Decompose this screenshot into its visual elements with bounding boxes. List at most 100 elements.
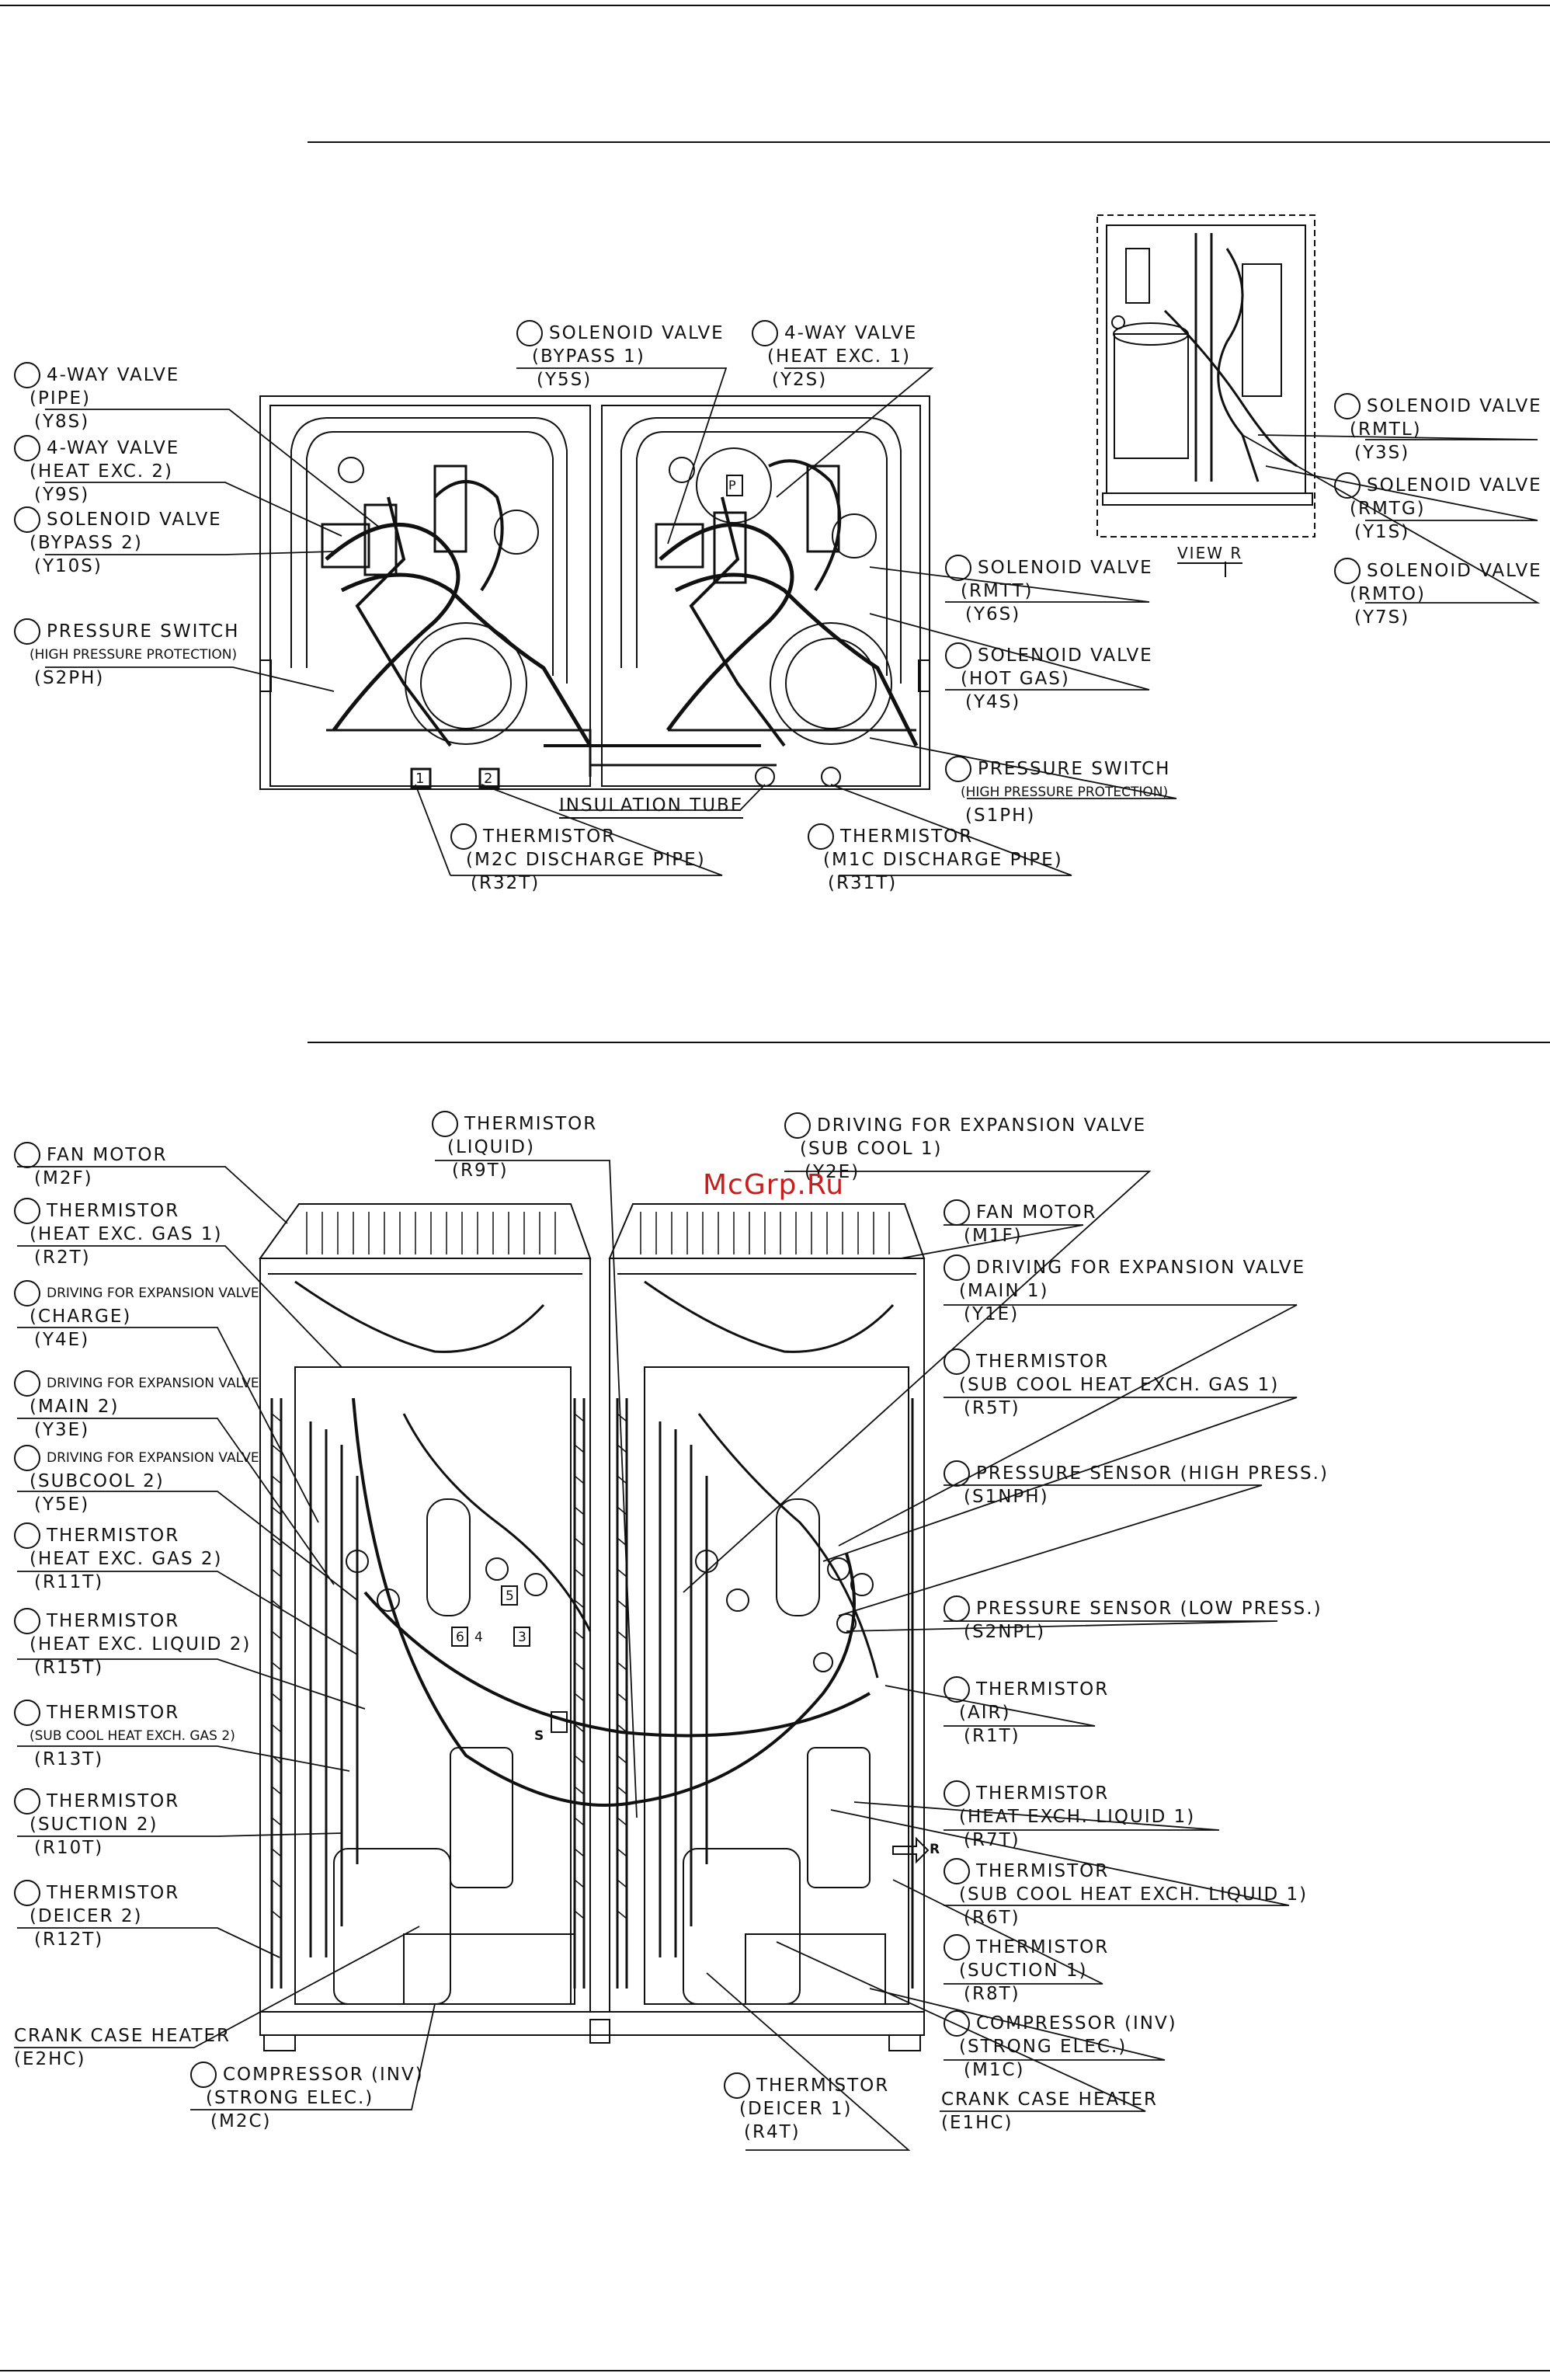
callout-circle-icon <box>944 1348 970 1375</box>
callout-circle-icon <box>190 2062 217 2088</box>
footer-rule <box>0 2370 1550 2371</box>
callout-circle-icon <box>944 1858 970 1884</box>
leader-lines-bottom <box>14 1160 1298 2151</box>
label-e2hc: CRANK CASE HEATER (E2HC) <box>14 2026 231 2069</box>
callout-circle-icon <box>752 320 778 346</box>
callout-circle-icon <box>944 1595 970 1622</box>
marker-p: P <box>728 478 738 492</box>
label-y1s: SOLENOID VALVE (RMTG) (Y1S) <box>1334 472 1542 544</box>
callout-circle-icon <box>14 362 40 388</box>
label-s1nph: PRESSURE SENSOR (HIGH PRESS.) (S1NPH) <box>944 1460 1329 1508</box>
callout-circle-icon <box>14 618 40 645</box>
callout-circle-icon <box>14 1445 40 1471</box>
label-m1c: COMPRESSOR (INV) (STRONG ELEC.) (M1C) <box>944 2010 1177 2082</box>
callout-circle-icon <box>14 1142 40 1168</box>
label-m2f: FAN MOTOR (M2F) <box>14 1142 167 1190</box>
callout-circle-icon <box>14 1880 40 1906</box>
label-y3e: DRIVING FOR EXPANSION VALVE (MAIN 2) (Y3… <box>14 1370 259 1442</box>
marker-1: 1 <box>415 771 426 787</box>
marker-2: 2 <box>484 771 495 787</box>
front-elevation-view <box>259 562 1226 2051</box>
top-border-rule <box>0 5 1550 6</box>
callout-circle-icon <box>14 1370 40 1397</box>
callout-circle-icon <box>14 1608 40 1634</box>
label-r4t: THERMISTOR (DEICER 1) (R4T) <box>724 2072 889 2144</box>
callout-circle-icon <box>784 1112 811 1139</box>
label-r5t: THERMISTOR (SUB COOL HEAT EXCH. GAS 1) (… <box>944 1348 1279 1420</box>
label-y5e: DRIVING FOR EXPANSION VALVE (SUBCOOL 2) … <box>14 1445 259 1516</box>
callout-circle-icon <box>945 642 971 669</box>
label-r31t: THERMISTOR (M1C DISCHARGE PIPE) (R31T) <box>808 823 1063 895</box>
callout-circle-icon <box>944 1460 970 1487</box>
callout-circle-icon <box>14 435 40 461</box>
label-r6t: THERMISTOR (SUB COOL HEAT EXCH. LIQUID 1… <box>944 1858 1308 1929</box>
section-rule-bottom <box>308 1042 1550 1043</box>
callout-circle-icon <box>724 2072 750 2099</box>
callout-circle-icon <box>1334 472 1361 499</box>
top-plan-view <box>259 395 930 790</box>
callout-circle-icon <box>945 756 971 782</box>
callout-circle-icon <box>808 823 834 850</box>
label-s2npl: PRESSURE SENSOR (LOW PRESS.) (S2NPL) <box>944 1595 1322 1644</box>
label-r12t: THERMISTOR (DEICER 2) (R12T) <box>14 1880 179 1951</box>
label-y4s: SOLENOID VALVE (HOT GAS) (Y4S) <box>945 642 1153 714</box>
callout-circle-icon <box>432 1111 458 1137</box>
label-y4e: DRIVING FOR EXPANSION VALVE (CHARGE) (Y4… <box>14 1280 259 1352</box>
callout-circle-icon <box>1334 393 1361 419</box>
label-r13t: THERMISTOR (SUB COOL HEAT EXCH. GAS 2) (… <box>14 1700 235 1771</box>
marker-s: S <box>534 1728 546 1744</box>
label-y2s: 4-WAY VALVE (HEAT EXC. 1) (Y2S) <box>752 320 917 391</box>
label-y3s: SOLENOID VALVE (RMTL) (Y3S) <box>1334 393 1542 465</box>
label-y6s: SOLENOID VALVE (RMTT) (Y6S) <box>945 555 1153 626</box>
label-s2ph: PRESSURE SWITCH (HIGH PRESSURE PROTECTIO… <box>14 618 239 690</box>
watermark-text: McGrp.Ru <box>703 1169 845 1201</box>
callout-circle-icon <box>945 555 971 581</box>
label-r9t: THERMISTOR (LIQUID) (R9T) <box>432 1111 597 1182</box>
callout-circle-icon <box>14 1700 40 1726</box>
callout-circle-icon <box>944 1780 970 1807</box>
label-r32t: THERMISTOR (M2C DISCHARGE PIPE) (R32T) <box>450 823 706 895</box>
callout-circle-icon <box>14 1522 40 1549</box>
callout-circle-icon <box>944 1199 970 1226</box>
callout-circle-icon <box>450 823 477 850</box>
marker-5: 5 <box>506 1588 516 1604</box>
label-y7s: SOLENOID VALVE (RMTO) (Y7S) <box>1334 558 1542 629</box>
label-r15t: THERMISTOR (HEAT EXC. LIQUID 2) (R15T) <box>14 1608 251 1679</box>
label-y8s: 4-WAY VALVE (PIPE) (Y8S) <box>14 362 179 433</box>
callout-circle-icon <box>516 320 543 346</box>
leader-lines-top <box>45 367 1541 876</box>
callout-circle-icon <box>14 1198 40 1224</box>
section-rule-top <box>308 141 1550 143</box>
label-r11t: THERMISTOR (HEAT EXC. GAS 2) (R11T) <box>14 1522 222 1594</box>
label-y1e: DRIVING FOR EXPANSION VALVE (MAIN 1) (Y1… <box>944 1254 1305 1326</box>
label-r8t: THERMISTOR (SUCTION 1) (R8T) <box>944 1934 1109 2006</box>
label-r1t: THERMISTOR (AIR) (R1T) <box>944 1676 1109 1748</box>
callout-circle-icon <box>944 2010 970 2037</box>
marker-3: 3 <box>518 1630 528 1645</box>
callout-circle-icon <box>944 1676 970 1703</box>
label-y5s: SOLENOID VALVE (BYPASS 1) (Y5S) <box>516 320 725 391</box>
marker-6: 6 <box>456 1630 466 1645</box>
label-y10s: SOLENOID VALVE (BYPASS 2) (Y10S) <box>14 506 222 578</box>
label-r10t: THERMISTOR (SUCTION 2) (R10T) <box>14 1788 179 1860</box>
label-e1hc: CRANK CASE HEATER (E1HC) <box>941 2089 1159 2133</box>
marker-r: R <box>930 1842 942 1857</box>
label-r2t: THERMISTOR (HEAT EXC. GAS 1) (R2T) <box>14 1198 222 1269</box>
label-r7t: THERMISTOR (HEAT EXCH. LIQUID 1) (R7T) <box>944 1780 1195 1852</box>
view-r-label: VIEW R <box>1177 544 1243 564</box>
callout-circle-icon <box>14 1280 40 1307</box>
label-s1ph: PRESSURE SWITCH (HIGH PRESSURE PROTECTIO… <box>945 756 1170 827</box>
label-y9s: 4-WAY VALVE (HEAT EXC. 2) (Y9S) <box>14 435 179 506</box>
view-r-inset <box>1096 214 1315 538</box>
insulation-tube-label: INSULATION TUBE <box>559 794 744 819</box>
label-m1f: FAN MOTOR (M1F) <box>944 1199 1096 1247</box>
marker-4: 4 <box>474 1630 485 1645</box>
callout-circle-icon <box>14 506 40 533</box>
label-m2c: COMPRESSOR (INV) (STRONG ELEC.) (M2C) <box>190 2062 424 2133</box>
label-y2e: DRIVING FOR EXPANSION VALVE (SUB COOL 1)… <box>784 1112 1146 1184</box>
callout-circle-icon <box>1334 558 1361 584</box>
callout-circle-icon <box>14 1788 40 1815</box>
callout-circle-icon <box>944 1254 970 1281</box>
callout-circle-icon <box>944 1934 970 1961</box>
